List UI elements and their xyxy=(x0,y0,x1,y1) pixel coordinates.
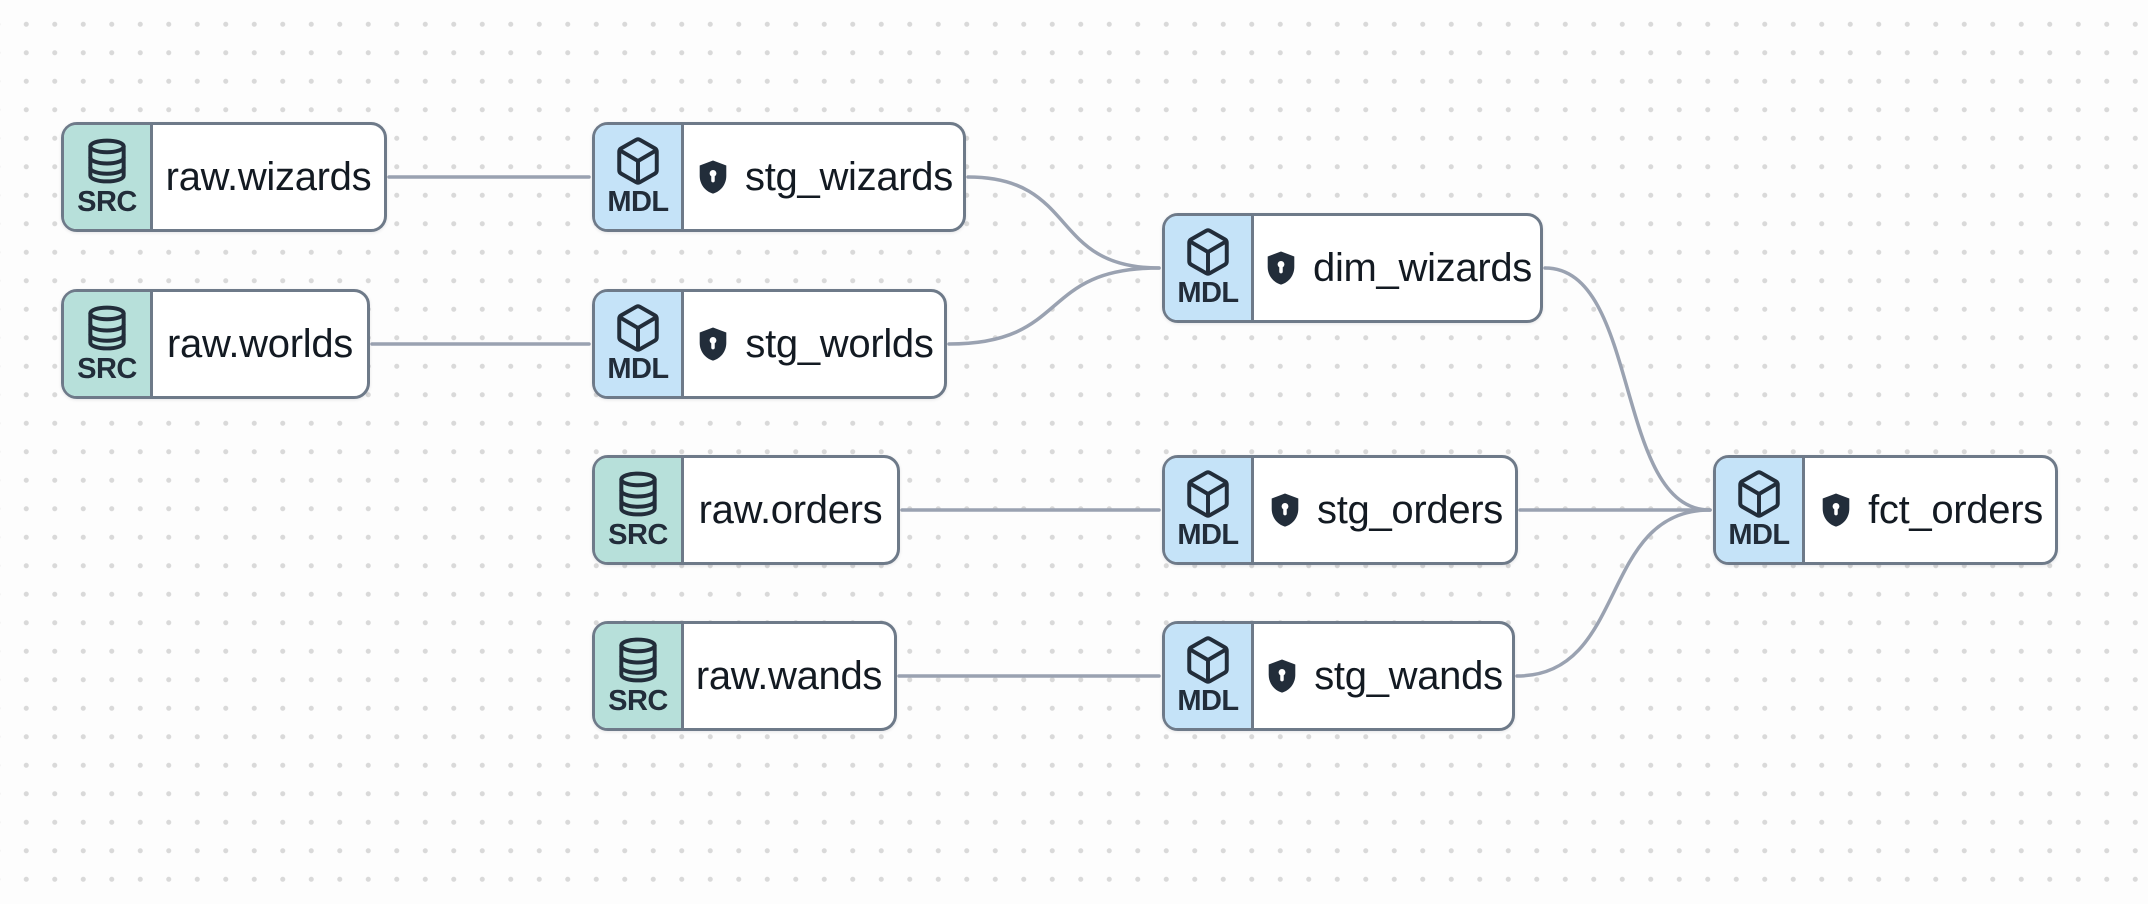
cube-icon xyxy=(1183,635,1233,685)
node-type-label: MDL xyxy=(1177,519,1239,552)
cube-icon xyxy=(1734,469,1784,519)
shield-lock-icon xyxy=(1262,247,1300,289)
node-raw_orders[interactable]: SRC raw.orders xyxy=(592,455,900,565)
shield-lock-icon xyxy=(694,323,732,365)
cube-icon xyxy=(1183,227,1233,277)
node-type-label: MDL xyxy=(1728,519,1790,552)
node-label: stg_worlds xyxy=(745,321,934,366)
cube-icon xyxy=(613,303,663,353)
node-raw_worlds[interactable]: SRC raw.worlds xyxy=(61,289,370,399)
edge-stg_wizards-dim_wizards xyxy=(966,175,1161,270)
shield-lock-icon xyxy=(1817,489,1855,531)
node-type-badge: MDL xyxy=(1165,624,1254,728)
node-type-badge: SRC xyxy=(595,624,684,728)
node-raw_wands[interactable]: SRC raw.wands xyxy=(592,621,897,731)
shield-lock-icon xyxy=(1263,655,1301,697)
node-type-label: SRC xyxy=(608,519,668,552)
database-icon xyxy=(613,635,663,685)
shield-lock-icon xyxy=(1266,489,1304,531)
database-icon xyxy=(82,136,132,186)
node-type-label: MDL xyxy=(1177,277,1239,310)
edge-stg_wands-fct_orders xyxy=(1515,508,1712,678)
node-stg_worlds[interactable]: MDL stg_worlds xyxy=(592,289,947,399)
node-type-label: MDL xyxy=(607,353,669,386)
node-body: raw.worlds xyxy=(153,292,367,396)
node-raw_wizards[interactable]: SRC raw.wizards xyxy=(61,122,387,232)
node-label: stg_orders xyxy=(1317,487,1503,532)
node-body: raw.orders xyxy=(684,458,897,562)
node-body: raw.wizards xyxy=(153,125,384,229)
node-label: raw.wizards xyxy=(165,154,372,199)
node-stg_orders[interactable]: MDL stg_orders xyxy=(1162,455,1518,565)
node-label: raw.worlds xyxy=(167,321,353,366)
node-type-label: SRC xyxy=(77,353,137,386)
node-label: stg_wands xyxy=(1314,653,1503,698)
node-type-badge: MDL xyxy=(595,292,684,396)
edge-stg_worlds-dim_wizards xyxy=(947,266,1161,346)
node-type-badge: SRC xyxy=(595,458,684,562)
node-type-label: MDL xyxy=(607,186,669,219)
node-label: dim_wizards xyxy=(1313,245,1532,290)
edge-dim_wizards-fct_orders xyxy=(1543,266,1712,512)
node-type-badge: MDL xyxy=(1165,458,1254,562)
database-icon xyxy=(613,469,663,519)
node-type-label: SRC xyxy=(608,685,668,718)
node-label: raw.wands xyxy=(695,653,883,698)
node-body: stg_worlds xyxy=(684,292,944,396)
node-label: stg_wizards xyxy=(745,154,953,199)
node-type-badge: MDL xyxy=(1716,458,1805,562)
cube-icon xyxy=(1183,469,1233,519)
cube-icon xyxy=(613,136,663,186)
node-body: stg_wizards xyxy=(684,125,963,229)
node-type-label: SRC xyxy=(77,186,137,219)
node-type-label: MDL xyxy=(1177,685,1239,718)
node-type-badge: SRC xyxy=(64,292,153,396)
node-body: raw.wands xyxy=(684,624,894,728)
node-type-badge: MDL xyxy=(595,125,684,229)
database-icon xyxy=(82,303,132,353)
node-dim_wizards[interactable]: MDL dim_wizards xyxy=(1162,213,1543,323)
node-fct_orders[interactable]: MDL fct_orders xyxy=(1713,455,2058,565)
node-type-badge: MDL xyxy=(1165,216,1254,320)
node-body: stg_wands xyxy=(1254,624,1512,728)
node-label: raw.orders xyxy=(698,487,883,532)
node-body: fct_orders xyxy=(1805,458,2055,562)
node-label: fct_orders xyxy=(1868,487,2043,532)
node-body: stg_orders xyxy=(1254,458,1515,562)
node-body: dim_wizards xyxy=(1254,216,1540,320)
node-type-badge: SRC xyxy=(64,125,153,229)
shield-lock-icon xyxy=(694,156,732,198)
node-stg_wands[interactable]: MDL stg_wands xyxy=(1162,621,1515,731)
node-stg_wizards[interactable]: MDL stg_wizards xyxy=(592,122,966,232)
